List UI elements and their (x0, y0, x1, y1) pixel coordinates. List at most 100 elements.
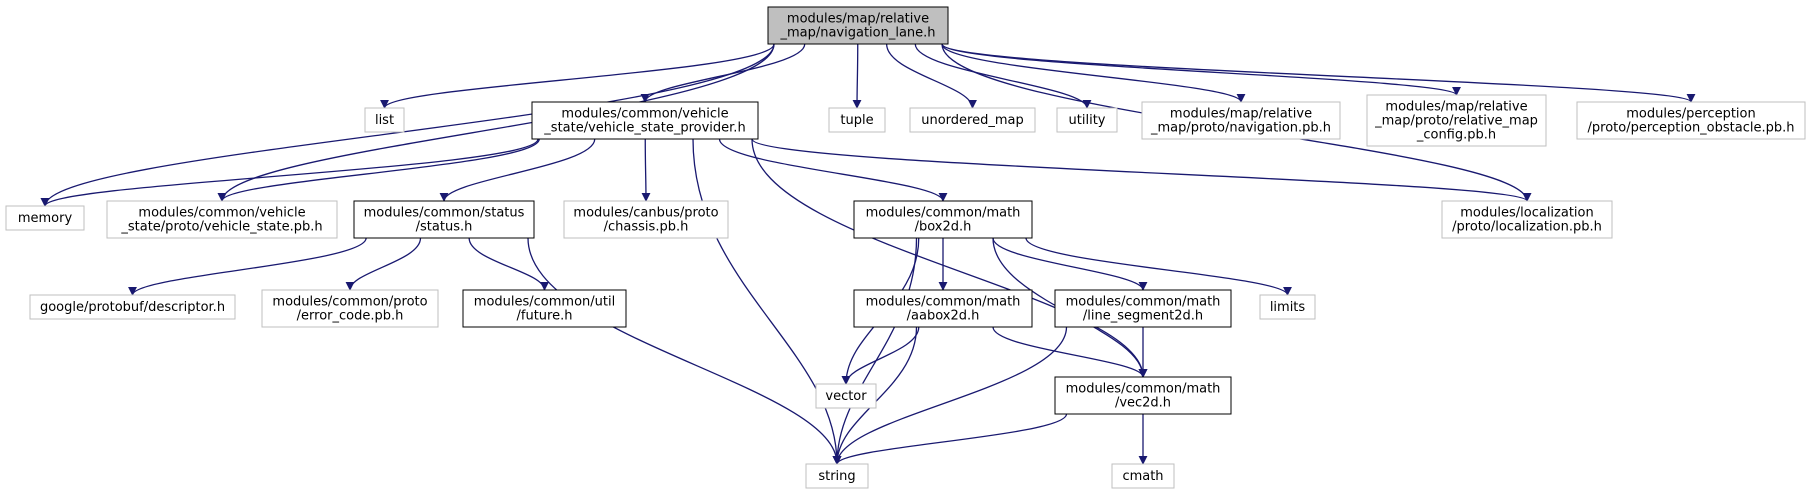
node-box (106, 200, 338, 239)
edge-aabox2d-to-vector (841, 326, 920, 385)
node-label: modules/map/relative (787, 12, 929, 27)
edge-status-to-descriptor (128, 237, 367, 296)
node-label: modules/localization (1460, 206, 1593, 221)
node-label: modules/common/math (866, 206, 1021, 221)
edge-box2d-to-lineseg (992, 237, 1148, 291)
edge-aabox2d-to-vec2d (992, 326, 1148, 378)
node-vsp[interactable]: modules/common/vehicle_state/vehicle_sta… (531, 101, 759, 140)
node-box (853, 289, 1033, 328)
node-utility: utility (1056, 107, 1118, 133)
edge-vsp-to-memory (40, 138, 539, 207)
node-label: google/protobuf/descriptor.h (40, 300, 225, 315)
node-errcode: modules/common/proto/error_code.pb.h (261, 289, 439, 328)
edge-box2d-to-string (832, 237, 918, 465)
node-label: limits (1270, 300, 1306, 315)
node-label: _map/proto/relative_map (1374, 114, 1538, 129)
edge-vsp-to-vec2d (751, 138, 1148, 378)
node-loc: modules/localization/proto/localization.… (1441, 200, 1613, 239)
node-label: /future.h (517, 309, 573, 324)
node-navpb: modules/map/relative_map/proto/navigatio… (1141, 101, 1341, 140)
node-unordered-map: unordered_map (909, 107, 1036, 133)
edge-vsp-to-box2d (718, 138, 948, 202)
node-box (1576, 101, 1806, 140)
node-label: modules/common/util (474, 295, 615, 310)
node-label: unordered_map (921, 113, 1024, 128)
node-label: /aabox2d.h (907, 309, 980, 324)
node-label: /status.h (416, 220, 473, 235)
edge-root-to-utility (914, 43, 1092, 109)
node-box (1056, 107, 1118, 133)
edge-status-to-errcode (345, 237, 422, 291)
node-label: tuple (840, 113, 873, 128)
node-label: memory (18, 211, 73, 226)
node-box (815, 383, 877, 409)
node-label: /line_segment2d.h (1083, 309, 1203, 324)
node-label: /proto/localization.pb.h (1452, 220, 1602, 235)
edge-status-to-future (468, 237, 549, 291)
node-label: modules/common/vehicle (561, 107, 728, 122)
node-box (364, 107, 405, 133)
node-lineseg[interactable]: modules/common/math/line_segment2d.h (1054, 289, 1232, 328)
edge-status-to-string (527, 237, 842, 465)
node-label: modules/common/status (364, 206, 525, 221)
node-label: modules/map/relative (1170, 107, 1312, 122)
node-box (1259, 294, 1316, 320)
edge-root-to-vsp (640, 43, 806, 103)
node-box (29, 294, 236, 320)
node-label: modules/common/vehicle (138, 206, 305, 221)
nodes-layer: modules/map/relative_map/navigation_lane… (5, 6, 1806, 489)
node-box (353, 200, 535, 239)
node-box (805, 463, 869, 489)
node-label: modules/common/proto (272, 295, 427, 310)
edge-root-to-vspb (217, 43, 775, 202)
node-box (563, 200, 729, 239)
node-box (1054, 376, 1232, 415)
node-vec2d[interactable]: modules/common/math/vec2d.h (1054, 376, 1232, 415)
node-memory: memory (5, 205, 85, 231)
node-label: modules/common/math (1066, 295, 1221, 310)
node-label: /box2d.h (915, 220, 972, 235)
node-box (853, 200, 1033, 239)
node-box (767, 6, 949, 45)
node-relmapcfg: modules/map/relative_map/proto/relative_… (1366, 94, 1547, 147)
node-aabox2d[interactable]: modules/common/math/aabox2d.h (853, 289, 1033, 328)
edge-root-to-tuple (852, 43, 862, 109)
node-box (828, 107, 886, 133)
node-box (1441, 200, 1613, 239)
node-label: string (818, 469, 855, 484)
node-label: _config.pb.h (1416, 128, 1496, 143)
edge-root-to-list (380, 43, 775, 109)
node-root[interactable]: modules/map/relative_map/navigation_lane… (767, 6, 949, 45)
edge-root-to-perc (941, 43, 1696, 103)
node-list: list (364, 107, 405, 133)
node-label: modules/common/math (866, 295, 1021, 310)
node-label: /vec2d.h (1115, 396, 1171, 411)
edge-vec2d-to-string (832, 413, 1068, 465)
node-label: _state/proto/vehicle_state.pb.h (120, 220, 322, 235)
node-box (531, 101, 759, 140)
node-vspb: modules/common/vehicle_state/proto/vehic… (106, 200, 338, 239)
node-label: utility (1069, 113, 1106, 128)
edge-vsp-to-string (692, 138, 842, 465)
edge-vsp-to-chassis (641, 138, 651, 202)
node-box (909, 107, 1036, 133)
node-box (1366, 94, 1547, 147)
node-string: string (805, 463, 869, 489)
edges-layer (40, 43, 1696, 465)
node-vector: vector (815, 383, 877, 409)
node-label: _map/navigation_lane.h (779, 26, 935, 41)
node-label: /proto/perception_obstacle.pb.h (1588, 121, 1795, 136)
node-box (1141, 101, 1341, 140)
node-box (1054, 289, 1232, 328)
node-label: modules/common/math (1066, 382, 1221, 397)
node-label: _state/vehicle_state_provider.h (543, 121, 745, 136)
node-box2d[interactable]: modules/common/math/box2d.h (853, 200, 1033, 239)
node-chassis: modules/canbus/proto/chassis.pb.h (563, 200, 729, 239)
edge-vsp-to-vspb (217, 138, 540, 202)
node-future[interactable]: modules/common/util/future.h (462, 289, 627, 328)
node-limits: limits (1259, 294, 1316, 320)
edge-box2d-to-limits (1025, 237, 1292, 296)
node-box (261, 289, 439, 328)
node-status[interactable]: modules/common/status/status.h (353, 200, 535, 239)
